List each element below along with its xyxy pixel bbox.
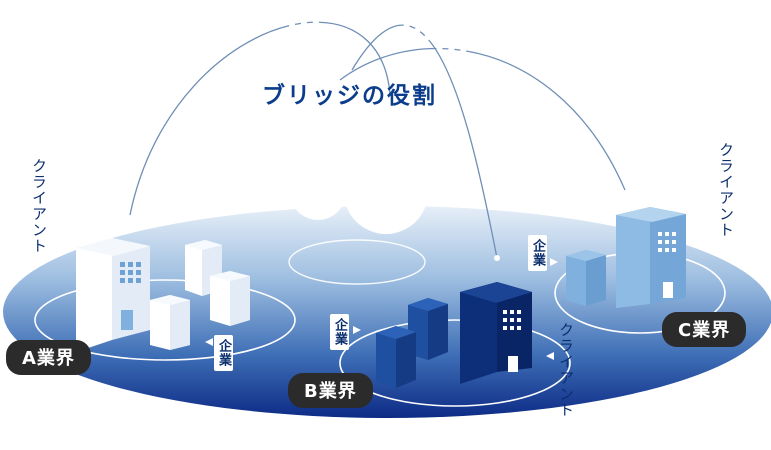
bridge-arc-c: [339, 47, 626, 191]
ring-a: [34, 279, 296, 361]
company-label-a: 企業: [214, 335, 233, 371]
company-buildings-b: [376, 298, 448, 388]
company-label-c: 企業: [528, 235, 547, 271]
industry-pill-c: C業界: [662, 312, 747, 347]
pointer-client-b: [546, 352, 554, 360]
pointer-company-b: [353, 326, 361, 334]
client-building-b: [460, 282, 532, 384]
client-building-a: [76, 238, 150, 352]
industry-pill-b: B業界: [288, 373, 373, 408]
pointer-company-c: [550, 258, 558, 266]
client-building-c: [616, 207, 686, 308]
industry-pill-a: A業界: [6, 340, 91, 375]
bridge-endpoint-dot: [494, 255, 500, 261]
company-building-c: [566, 250, 606, 306]
client-label-a: クライアント: [30, 158, 48, 254]
company-buildings-a: [150, 240, 250, 350]
company-label-b: 企業: [330, 314, 349, 350]
bridge-arc-b: [351, 24, 498, 259]
client-label-b: クライアント: [557, 322, 575, 418]
client-label-c: クライアント: [717, 142, 735, 238]
bridge-arc-a: [129, 21, 391, 216]
ring-b: [339, 319, 571, 407]
diagram-title: ブリッジの役割: [262, 83, 437, 109]
pointer-company-a: [205, 338, 213, 346]
ring-center: [288, 239, 426, 285]
